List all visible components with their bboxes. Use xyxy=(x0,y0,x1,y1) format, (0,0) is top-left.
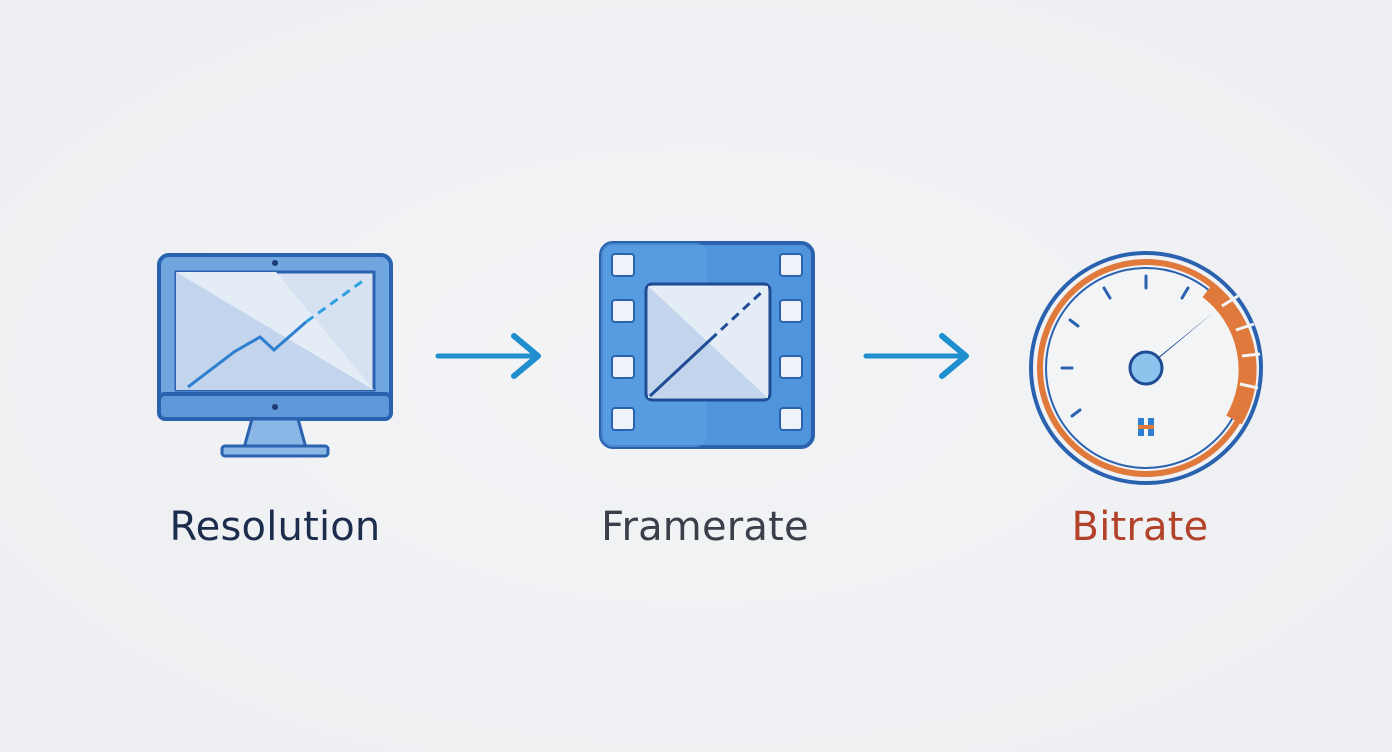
speedometer-gauge-icon xyxy=(1026,248,1266,488)
step-label-bitrate: Bitrate xyxy=(1071,504,1209,550)
step-label-resolution: Resolution xyxy=(169,504,381,550)
step-label-framerate: Framerate xyxy=(601,504,809,550)
monitor-chart-icon xyxy=(156,252,396,464)
film-frame-icon xyxy=(598,240,818,452)
arrow-right-icon xyxy=(862,330,974,382)
arrow-right-icon xyxy=(434,330,546,382)
